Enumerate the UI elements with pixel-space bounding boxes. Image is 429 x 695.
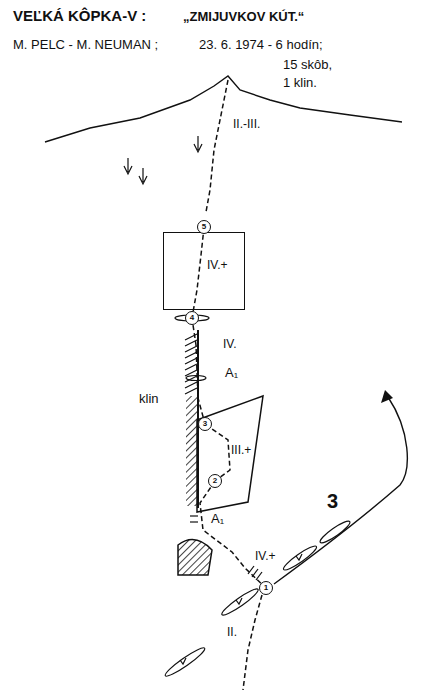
belay-number: 3 [203, 420, 207, 429]
belay-circle: 4 [185, 311, 199, 325]
author-note: M. PELC - M. NEUMAN ; [12, 38, 159, 52]
grade-label: II. [226, 626, 238, 639]
belay-circle: 5 [197, 220, 211, 234]
route-line [193, 234, 203, 311]
grade-label: IV. [222, 338, 238, 351]
pitch-box: IV.+ [163, 232, 245, 310]
ledge-band [163, 518, 352, 679]
grade-label: II.-III. [232, 118, 261, 131]
gear-note: 15 skôb, [282, 58, 333, 72]
belay-circle: 2 [208, 474, 222, 488]
route-line [200, 487, 261, 583]
grade-label: IV.+ [254, 550, 277, 563]
route-line [211, 428, 230, 477]
overhang [178, 540, 212, 575]
belay-number: 2 [213, 477, 217, 486]
belay-number: 5 [202, 223, 206, 232]
route-3-arrowhead [381, 390, 393, 403]
route-line [243, 595, 262, 690]
grade-label: IV.+ [206, 259, 229, 272]
ridge-line [45, 76, 402, 142]
date-note: 23. 6. 1974 - 6 hodín; [198, 38, 324, 52]
arrow-mark [194, 136, 202, 152]
aid-grade: A₁ [210, 512, 225, 526]
gear-label: klin [138, 392, 160, 406]
arrow-mark [124, 158, 132, 174]
arrow-mark [139, 168, 147, 184]
route-number: 3 [326, 490, 339, 512]
corner-hatching [186, 396, 198, 506]
gear-note: 1 klin. [282, 76, 318, 90]
route-name: „ZMIJUVKOV KÚT.“ [182, 10, 305, 24]
route-line [206, 80, 228, 212]
descent-arrows [124, 136, 202, 184]
aid-grade: A₁ [224, 366, 239, 380]
grade-label: III.+ [230, 444, 252, 457]
slab-face: III.+ [196, 394, 264, 514]
belay-number: 1 [264, 584, 268, 593]
route-3-line [274, 397, 407, 584]
route-line [193, 325, 203, 417]
route-title: VEĽKÁ KÔPKA-V : [12, 8, 147, 25]
belay-number: 4 [190, 314, 194, 323]
belay-circle: 1 [259, 581, 273, 595]
belay-circle: 3 [198, 417, 212, 431]
